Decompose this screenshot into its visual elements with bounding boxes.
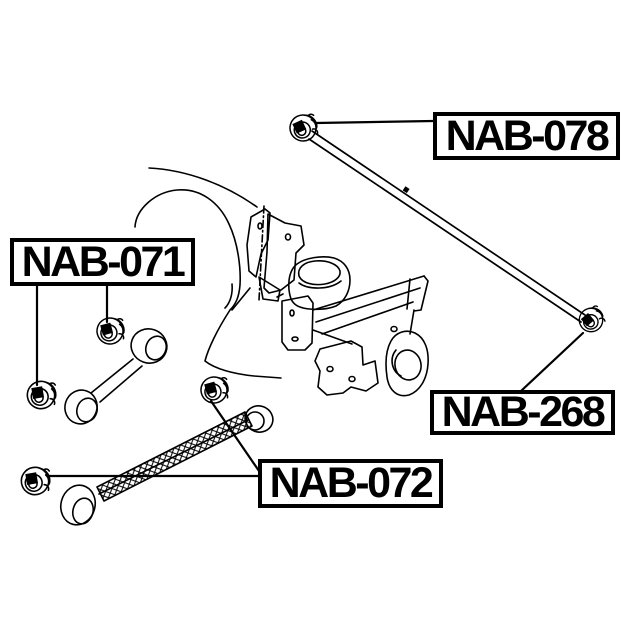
- leader-nab072-b: [209, 399, 261, 473]
- part-label-nab-268: NAB-268: [430, 390, 615, 435]
- bushing-illustration-nab078: [284, 109, 323, 147]
- leader-nab078: [314, 119, 435, 125]
- mounting-bracket-illustration: [246, 205, 305, 302]
- axle-assembly-illustration: [246, 205, 429, 397]
- rod-clamp-tick: [402, 186, 410, 194]
- part-label-nab-072: NAB-072: [258, 459, 443, 508]
- bushing-illustration-nab268: [573, 301, 610, 338]
- leader-lines: [35, 119, 585, 478]
- bushing-illustration-nab072-a: [197, 372, 233, 407]
- part-label-nab-078: NAB-078: [433, 112, 620, 160]
- lower-arm-illustration: [59, 405, 274, 526]
- panhard-rod-illustration: [308, 130, 586, 323]
- bushing-illustration-nab072-b: [18, 464, 54, 498]
- part-label-text: NAB-078: [445, 111, 610, 160]
- part-label-text: NAB-268: [441, 388, 606, 436]
- part-label-text: NAB-072: [269, 459, 434, 507]
- upper-arm-illustration: [64, 328, 168, 425]
- wheel-arch-outline: [134, 167, 282, 379]
- bushing-illustration-nab071-a: [93, 313, 129, 348]
- bushing-illustration-nab071-b: [24, 378, 60, 412]
- leader-nab268: [519, 331, 585, 393]
- part-label-nab-071: NAB-071: [10, 238, 195, 286]
- part-label-text: NAB-071: [21, 237, 186, 286]
